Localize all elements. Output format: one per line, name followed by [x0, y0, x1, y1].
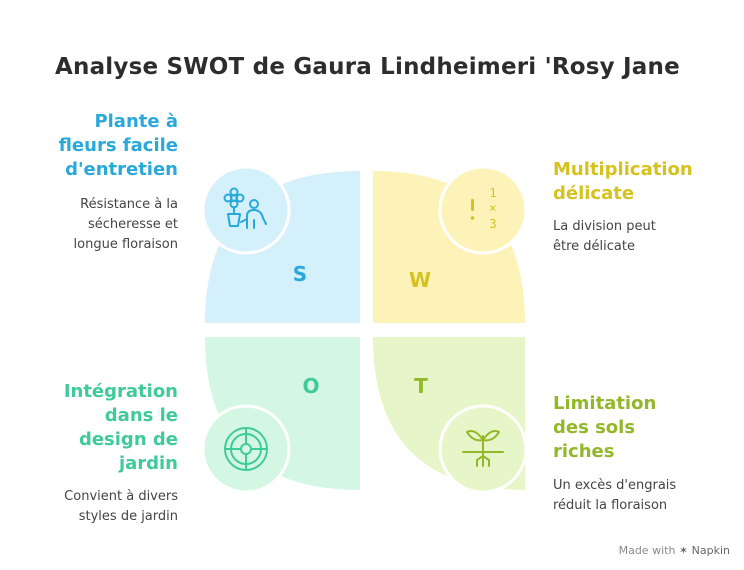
letter-w: W: [409, 268, 431, 292]
opportunities-description: Convient à divers styles de jardin: [64, 489, 178, 524]
footer-prefix: Made with: [618, 544, 676, 557]
opportunities-icon-circle: [201, 404, 291, 494]
letter-s: S: [293, 262, 307, 286]
fraction-division-icon: 1 × 3: [470, 186, 497, 231]
opportunities-heading: Intégration dans le design de jardin: [63, 381, 178, 474]
svg-text:3: 3: [489, 217, 496, 231]
weaknesses-heading: Multiplication délicate: [553, 159, 693, 204]
footer-brand: Napkin: [691, 544, 730, 557]
letter-t: T: [414, 374, 428, 398]
strengths-heading: Plante à fleurs facile d'entretien: [58, 111, 178, 180]
weaknesses-description: La division peut être délicate: [553, 219, 656, 254]
strengths-description: Résistance à la sécheresse et longue flo…: [73, 197, 178, 252]
letter-o: O: [302, 374, 319, 398]
svg-text:1: 1: [489, 186, 496, 200]
strengths-icon-circle: [201, 165, 291, 255]
napkin-logo-icon: ✶: [678, 544, 689, 557]
threats-heading: Limitation des sols riches: [553, 393, 657, 462]
weaknesses-icon-circle: [438, 165, 528, 255]
page-title: Analyse SWOT de Gaura Lindheimeri 'Rosy …: [55, 54, 680, 80]
napkin-watermark[interactable]: Made with ✶ Napkin: [619, 544, 730, 557]
gardener-flower-icon: [223, 187, 267, 229]
sprout-roots-icon: [462, 430, 504, 467]
threats-description: Un excès d'engrais réduit la floraison: [553, 478, 677, 513]
garden-layout-icon: [224, 427, 268, 471]
svg-text:×: ×: [489, 201, 496, 215]
